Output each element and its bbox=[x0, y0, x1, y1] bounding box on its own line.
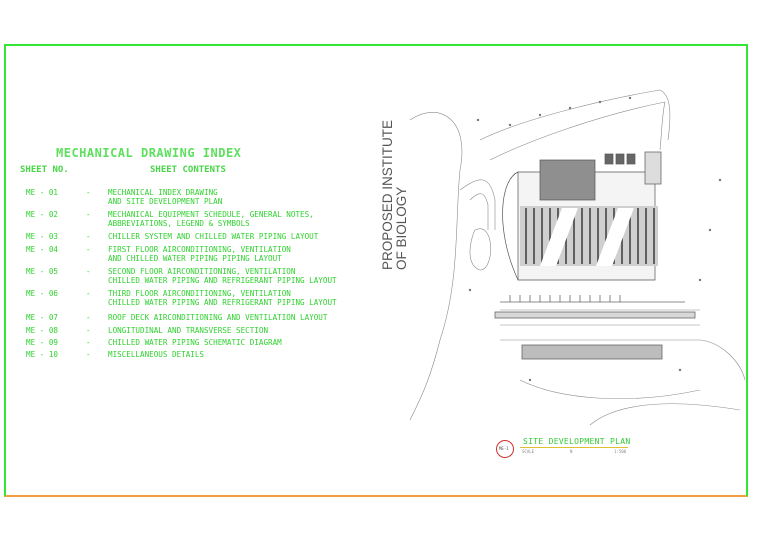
scale-label: SCALE bbox=[522, 449, 535, 454]
col-header-sheet-no: SHEET NO. bbox=[20, 165, 69, 175]
caption-underline bbox=[520, 447, 628, 448]
site-plan-caption: SITE DEVELOPMENT PLAN bbox=[523, 437, 631, 446]
index-title: MECHANICAL DRAWING INDEX bbox=[56, 146, 242, 160]
sheet-reference-bubble: ME-1 bbox=[496, 440, 514, 458]
scale-value: 1:500 bbox=[614, 449, 627, 454]
col-header-sheet-contents: SHEET CONTENTS bbox=[150, 165, 226, 175]
site-plan-drawing bbox=[409, 89, 746, 426]
drawing-sheet-border bbox=[4, 44, 748, 497]
north-label: N bbox=[570, 449, 573, 454]
